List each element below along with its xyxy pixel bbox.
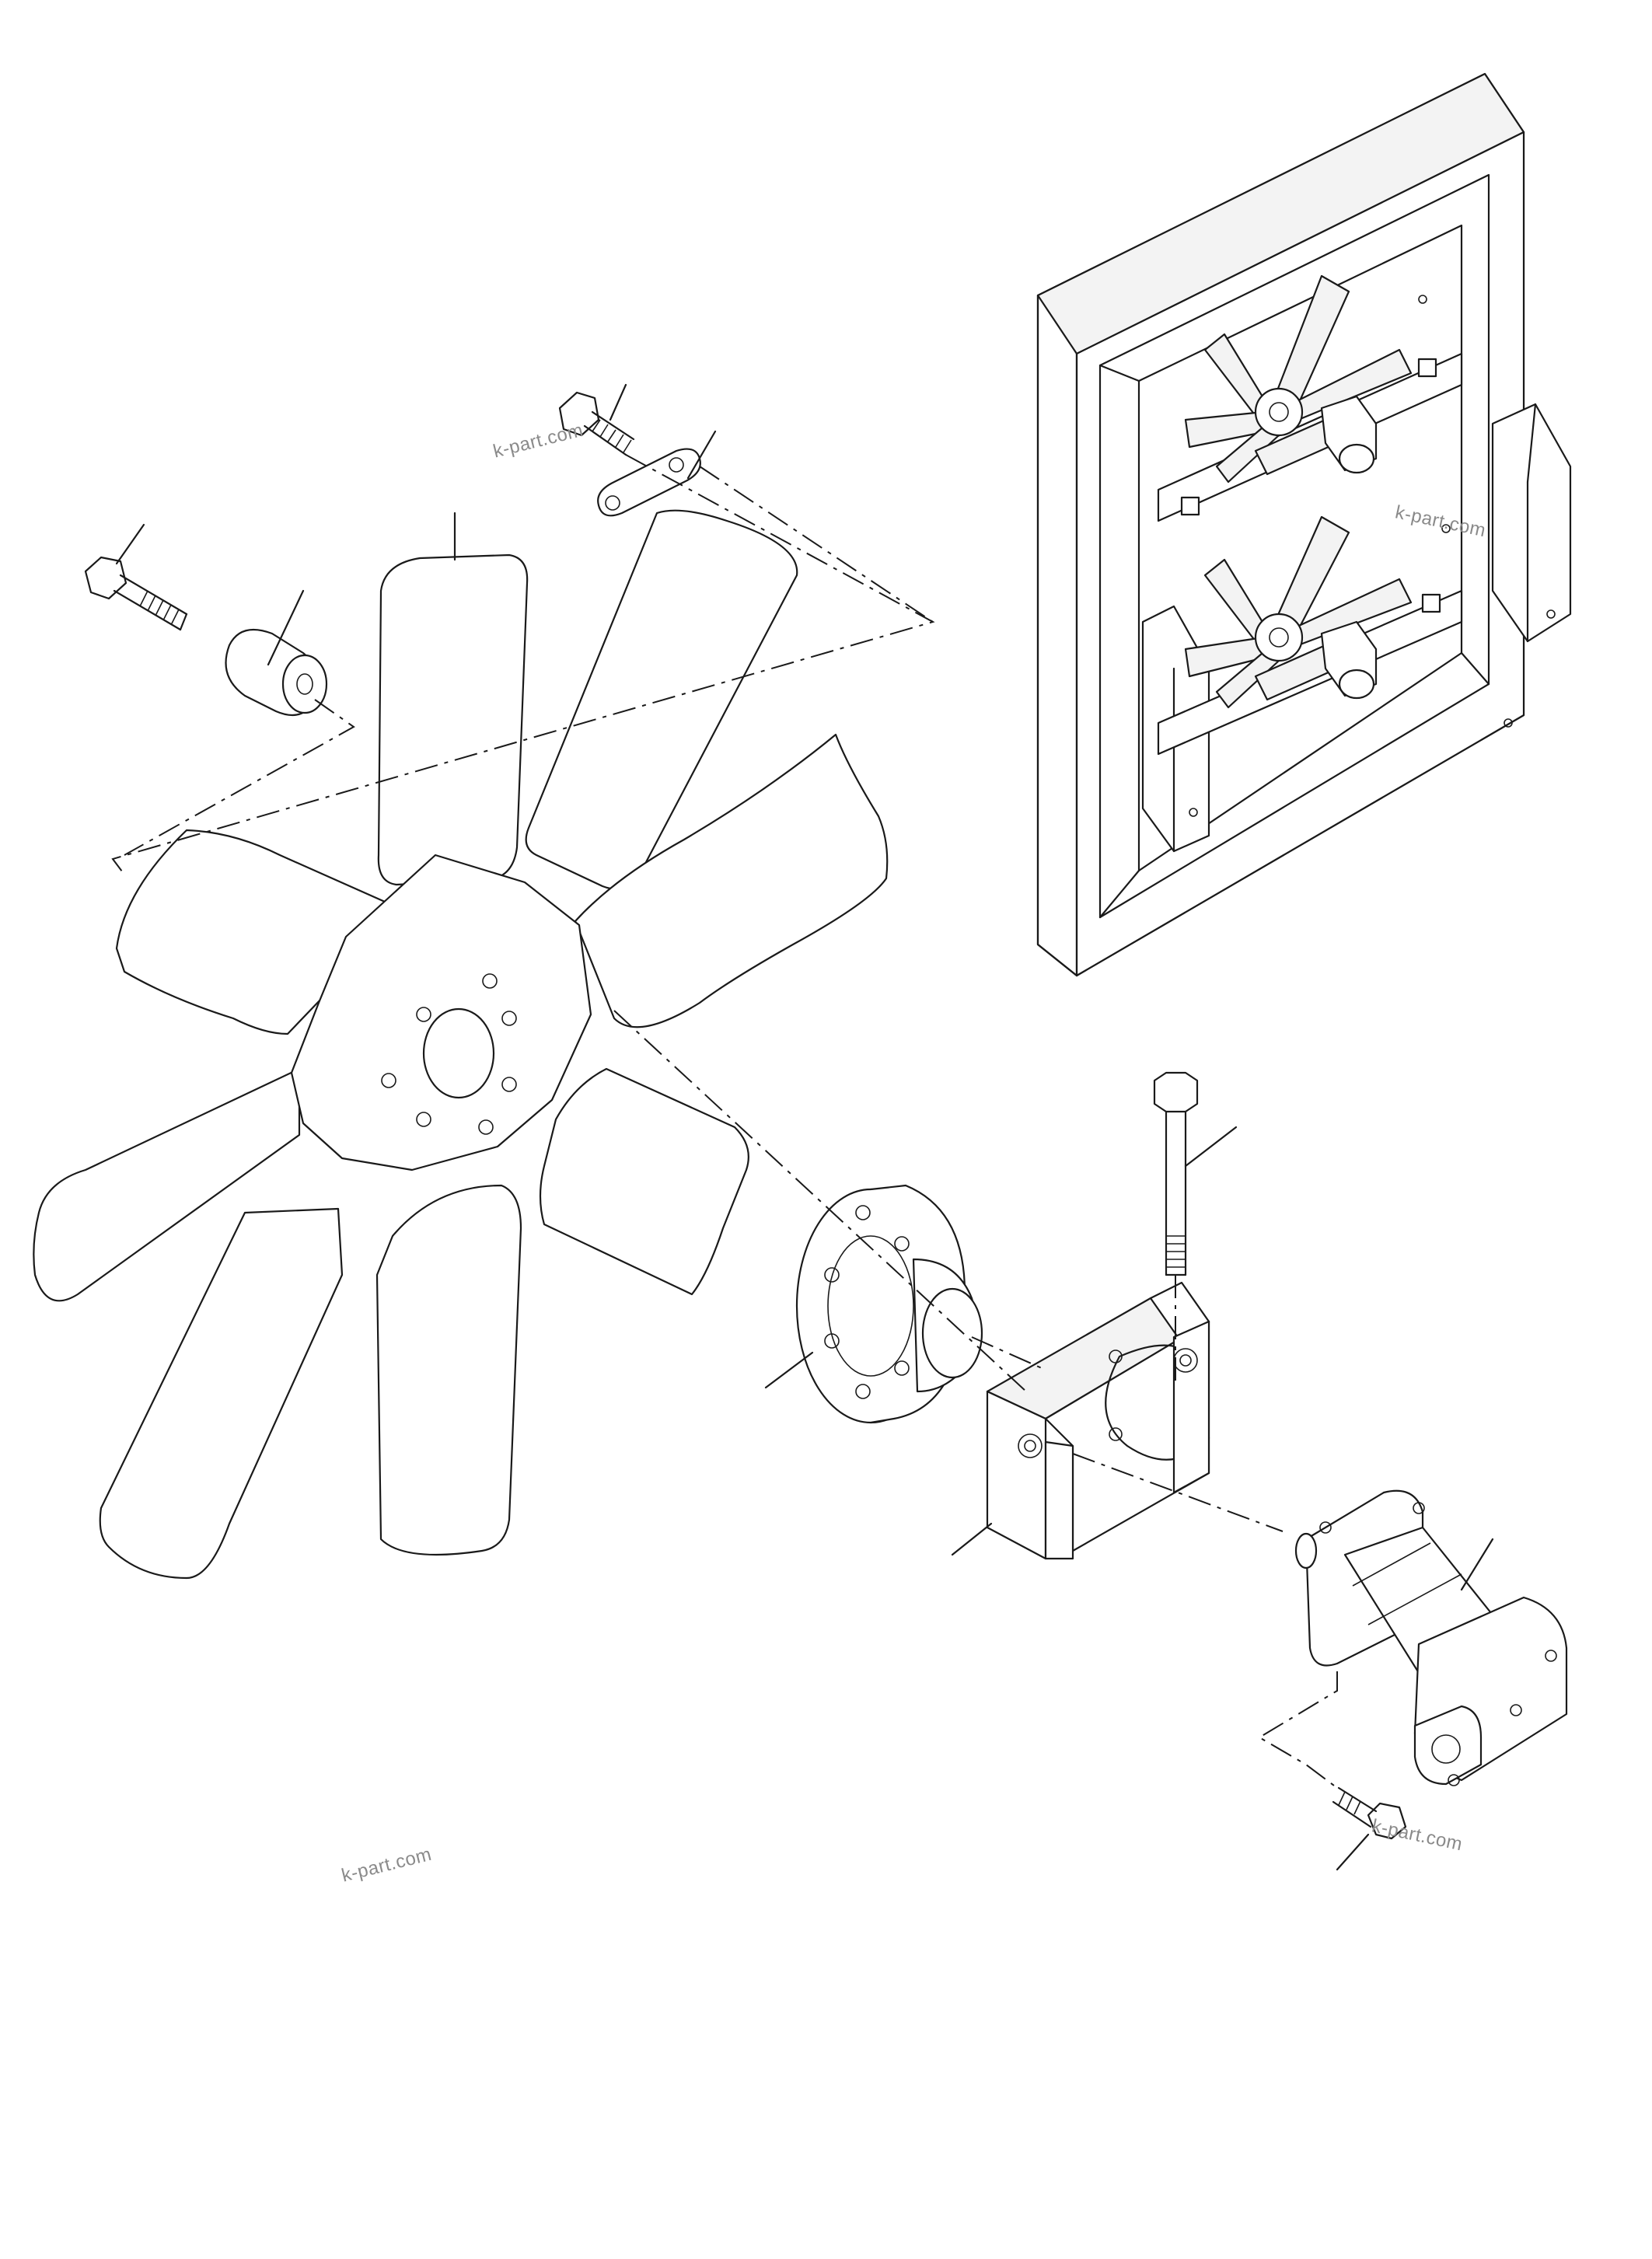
fan-hub bbox=[795, 1184, 983, 1424]
bolt-vertical bbox=[1153, 1071, 1199, 1276]
leader-lines bbox=[115, 383, 1494, 1871]
spacer-bushing bbox=[225, 628, 328, 717]
hydraulic-motor bbox=[1294, 1489, 1568, 1786]
bolt-motor bbox=[1332, 1786, 1407, 1840]
fan-blade-set bbox=[33, 509, 889, 1580]
cooler-frame-assembly bbox=[1036, 72, 1572, 977]
bolt-left bbox=[84, 556, 188, 631]
assembly-centerlines bbox=[111, 454, 1338, 1789]
motor-mount-bracket bbox=[986, 1281, 1210, 1560]
link-plate bbox=[597, 448, 701, 517]
bolt-top bbox=[558, 391, 635, 456]
